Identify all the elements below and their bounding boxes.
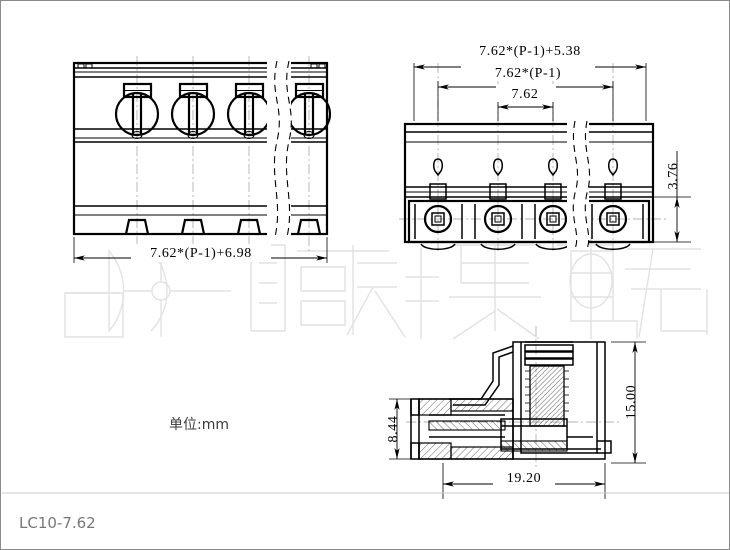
front-view-width-label: 7.62*(P-1)+6.98 xyxy=(150,246,252,261)
top-view-slot xyxy=(608,158,618,177)
section-view-dimensions xyxy=(389,341,646,499)
top-view xyxy=(399,63,666,251)
front-view-pole xyxy=(114,82,160,235)
top-view-slot xyxy=(493,158,503,177)
section-overall-length-label: 19.20 xyxy=(507,471,542,486)
top-view-height-label: 3.76 xyxy=(666,163,681,190)
top-view-pin-span-label: 7.62*(P-1) xyxy=(495,66,561,81)
top-view-pin xyxy=(420,204,456,250)
front-view xyxy=(72,56,332,251)
unit-note: 单位:mm xyxy=(169,417,229,433)
top-view-pin xyxy=(595,204,631,250)
front-view-pole xyxy=(170,82,216,235)
top-view-pitch-label: 7.62 xyxy=(512,87,539,102)
top-view-slot xyxy=(548,158,558,177)
top-view-pin xyxy=(480,204,516,250)
watermark-logo xyxy=(64,249,231,338)
top-view-slot xyxy=(433,158,443,177)
section-overall-height-label: 15.00 xyxy=(624,385,639,420)
section-view xyxy=(406,326,621,471)
top-view-overall-width-label: 7.62*(P-1)+5.38 xyxy=(479,44,581,59)
watermark-text xyxy=(250,237,708,340)
top-view-dimensions xyxy=(413,41,691,243)
product-code-label: LC10-7.62 xyxy=(19,514,96,532)
section-body-height-label: 8.44 xyxy=(386,416,401,443)
front-view-dimension xyxy=(73,237,328,263)
